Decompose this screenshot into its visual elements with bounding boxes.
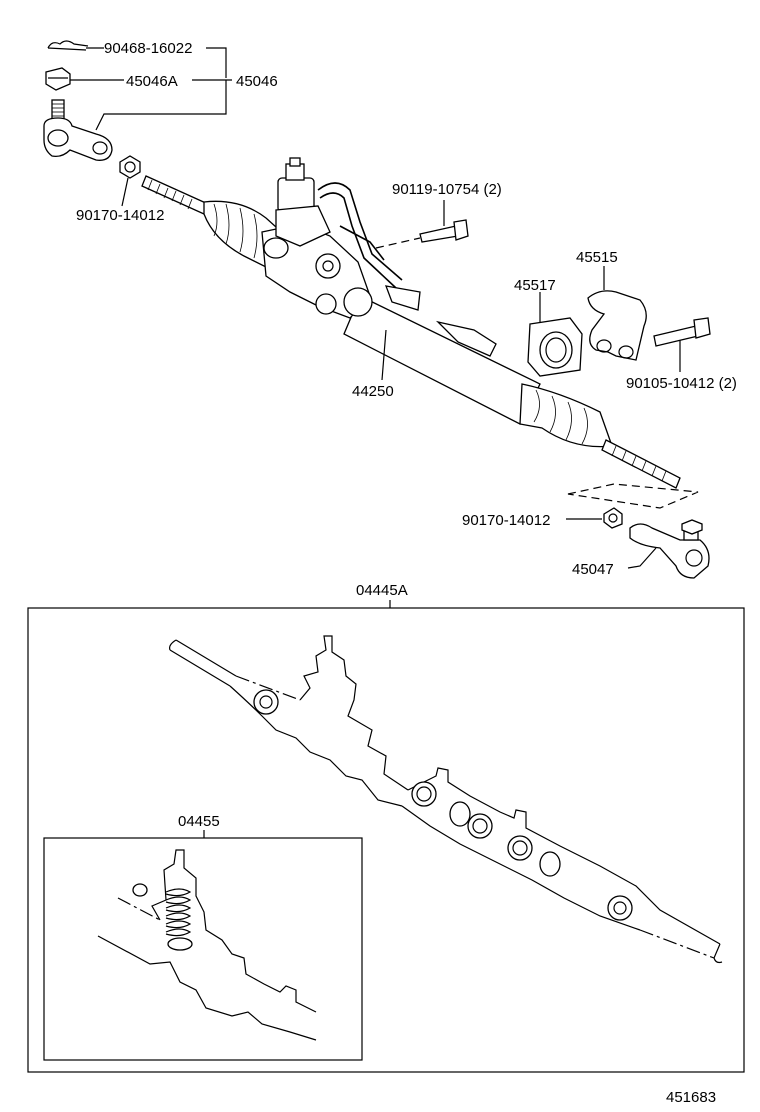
steering-gear-assembly-part: [141, 157, 681, 489]
grommet-part: [527, 317, 583, 377]
castle-nut-part: [45, 67, 71, 91]
lock-nut-lower-part: [603, 507, 623, 529]
leader-tie-rod-end-rh: [627, 547, 657, 569]
rh-end-guide: [567, 483, 699, 509]
bolt-upper-part: [419, 219, 469, 243]
label-grommet: 45517: [514, 277, 556, 294]
label-lock-nut-lower: 90170-14012: [462, 512, 550, 529]
kit-main-box: [27, 607, 745, 1073]
label-nut: 45046A: [126, 73, 178, 90]
label-tie-rod-end-rh: 45047: [572, 561, 614, 578]
leader-bracket-45046: [206, 47, 227, 78]
label-gear-assembly: 44250: [352, 383, 394, 400]
bracket-part: [587, 290, 647, 361]
label-bracket: 45515: [576, 249, 618, 266]
lock-nut-upper-part: [119, 155, 141, 179]
kit-sub-seal-outline: [97, 849, 317, 1041]
leader-gear-assembly: [381, 329, 387, 381]
label-bolt-upper: 90119-10754 (2): [392, 181, 502, 198]
label-kit-sub: 04455: [178, 813, 220, 830]
kit-sub-box: [43, 837, 363, 1061]
tie-rod-end-lh-part: [43, 99, 113, 161]
label-bolt-lower: 90105-10412 (2): [626, 375, 737, 392]
label-figure-number: 451683: [666, 1089, 716, 1106]
cotter-pin-part: [47, 40, 89, 51]
leader-tie-rod-end-lh: [95, 80, 227, 131]
label-tie-rod-end-lh: 45046: [236, 73, 278, 90]
bolt-upper-guide: [375, 237, 421, 249]
bolt-lower-part: [653, 317, 711, 347]
label-kit-main: 04445A: [356, 582, 408, 599]
label-cotter-pin: 90468-16022: [104, 40, 192, 57]
kit-main-seal-outline: [169, 635, 723, 964]
leader-lock-nut-upper: [121, 177, 129, 207]
tie-rod-end-rh-part: [629, 519, 710, 579]
label-lock-nut-upper: 90170-14012: [76, 207, 164, 224]
